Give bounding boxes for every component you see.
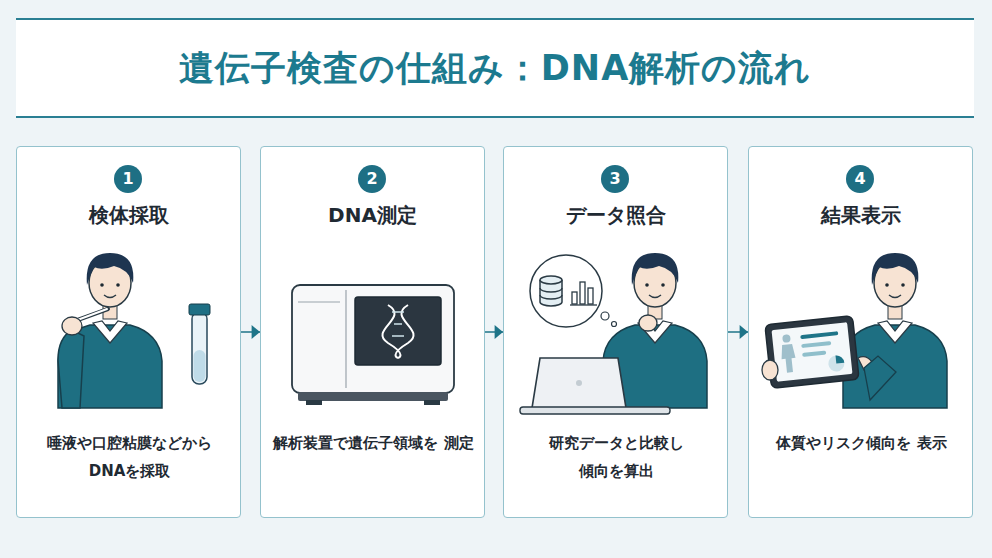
analyzer-illustration bbox=[292, 285, 454, 405]
step-card: 検体採取唾液や口腔粘膜などから DNAを採取 1 bbox=[16, 146, 241, 518]
callout-number: 2 bbox=[366, 169, 377, 188]
connector-line bbox=[485, 331, 503, 333]
step-heading: DNA測定 bbox=[261, 202, 484, 229]
connector-line bbox=[241, 331, 260, 333]
step-card: 結果表示体質やリスク傾向を 表示 4 bbox=[748, 146, 973, 518]
callout-number: 3 bbox=[609, 169, 620, 188]
flow-arrow bbox=[728, 325, 748, 339]
step-number: 3 bbox=[601, 165, 629, 193]
flow-arrow bbox=[241, 325, 260, 339]
title-text: 遺伝子検査の仕組み：DNA解析の流れ bbox=[16, 18, 974, 118]
step-heading: 結果表示 bbox=[749, 202, 972, 229]
arrow-head bbox=[252, 325, 260, 339]
arrow-head bbox=[495, 325, 503, 339]
step-heading: 検体採取 bbox=[17, 202, 240, 229]
step-heading: データ照合 bbox=[504, 202, 727, 229]
step-card: データ照合研究データと比較し 傾向を算出 3 bbox=[503, 146, 728, 518]
flow-arrow bbox=[485, 325, 503, 339]
step-description: 体質やリスク傾向を 表示 bbox=[759, 429, 964, 457]
arrow-head bbox=[740, 325, 748, 339]
connector-line bbox=[728, 331, 748, 333]
callout-number: 1 bbox=[122, 169, 133, 188]
step-card: DNA測定解析装置で遺伝子領域を 測定 2 bbox=[260, 146, 485, 518]
step-description: 研究データと比較し 傾向を算出 bbox=[514, 429, 719, 485]
step-description: 解析装置で遺伝子領域を 測定 bbox=[271, 429, 476, 457]
step-number: 1 bbox=[114, 165, 142, 193]
step-number: 4 bbox=[846, 165, 874, 193]
step-number: 2 bbox=[358, 165, 386, 193]
matching-illustration bbox=[520, 253, 707, 414]
sampling-illustration bbox=[58, 253, 210, 408]
result-illustration bbox=[762, 253, 947, 408]
step-description: 唾液や口腔粘膜などから DNAを採取 bbox=[27, 429, 232, 485]
callout-number: 4 bbox=[854, 169, 865, 188]
